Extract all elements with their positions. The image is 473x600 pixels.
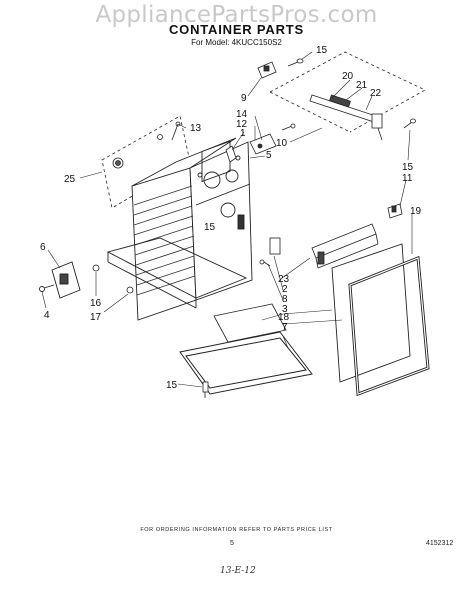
callout-3: 3 xyxy=(282,304,288,315)
callout-12: 12 xyxy=(236,119,248,130)
model-line: For Model: 4KUCC150S2 xyxy=(191,38,282,47)
callout-14: 14 xyxy=(236,109,248,120)
callout-15: 15 xyxy=(316,45,328,56)
side-hinge xyxy=(39,261,81,299)
screw-15-bottom xyxy=(202,381,209,398)
callout-13: 13 xyxy=(190,123,202,134)
callout-17: 17 xyxy=(90,312,102,323)
callout-18: 18 xyxy=(278,312,290,323)
knob xyxy=(112,157,124,169)
callout-7: 7 xyxy=(282,322,288,333)
callout-2: 2 xyxy=(282,284,288,295)
handwritten-note: 13-E-12 xyxy=(220,566,256,576)
callout-8: 8 xyxy=(282,294,288,305)
callout-15-bottom: 15 xyxy=(166,380,178,391)
callout-11: 11 xyxy=(402,173,413,184)
page-number: 5 xyxy=(230,540,234,547)
callout-23: 23 xyxy=(278,274,290,285)
callout-15-right: 15 xyxy=(402,162,414,173)
trim-strip xyxy=(311,223,379,269)
top-right-assembly xyxy=(257,51,426,141)
callout-9: 9 xyxy=(241,93,247,104)
screws-16-17 xyxy=(92,264,134,294)
switch-bar xyxy=(309,94,383,141)
leader-lines xyxy=(41,51,413,388)
door-panel xyxy=(331,243,411,383)
document-number: 4152312 xyxy=(426,540,454,547)
kick-plate xyxy=(179,331,313,395)
clip-11 xyxy=(387,203,403,219)
screw-right xyxy=(403,118,416,129)
callout-20: 20 xyxy=(342,71,354,82)
latch-2 xyxy=(259,237,281,267)
hinge-bracket xyxy=(257,61,277,79)
knob-panel xyxy=(101,115,191,209)
callout-6: 6 xyxy=(40,242,46,253)
callout-1: 1 xyxy=(240,128,246,139)
screw-top xyxy=(287,58,304,67)
callout-5: 5 xyxy=(266,150,272,161)
screw-panel xyxy=(157,121,181,141)
callout-21: 21 xyxy=(356,80,368,91)
callout-labels: 15 9 20 21 22 14 12 1 5 10 13 25 15 11 1… xyxy=(40,45,422,391)
watermark: AppliancePartsPros.com xyxy=(95,2,378,28)
brackets-12-14 xyxy=(225,123,296,163)
callout-10: 10 xyxy=(276,138,288,149)
callout-25: 25 xyxy=(64,174,76,185)
container-body xyxy=(106,137,253,321)
page-title: CONTAINER PARTS xyxy=(168,22,305,37)
callout-22: 22 xyxy=(370,88,382,99)
callout-15-body: 15 xyxy=(204,222,216,233)
callout-19: 19 xyxy=(410,206,422,217)
callout-16: 16 xyxy=(90,298,102,309)
ordering-note: FOR ORDERING INFORMATION REFER TO PARTS … xyxy=(140,527,333,533)
callout-4: 4 xyxy=(44,310,50,321)
